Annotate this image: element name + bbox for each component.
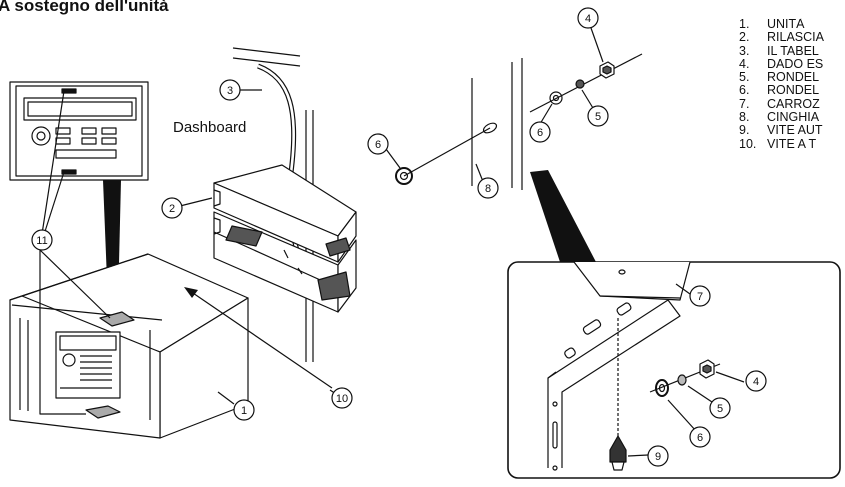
legend-item: 1.UNITÀ (739, 18, 805, 31)
callout-5-detail: 5 (709, 397, 731, 419)
washer-axle-line (403, 127, 491, 177)
svg-text:6: 6 (375, 139, 381, 151)
svg-text:11: 11 (36, 235, 47, 247)
svg-text:5: 5 (595, 111, 601, 123)
legend-item: 9.VITE AUT (739, 123, 823, 138)
head-unit (9, 253, 249, 439)
callout-11: 11 (31, 229, 53, 251)
svg-text:1: 1 (241, 405, 247, 417)
legend-item: 2.RILASCIA (739, 30, 824, 45)
legend-item: 10.VITE A T (739, 136, 817, 151)
svg-text:6: 6 (697, 432, 703, 444)
callout-2: 2 (161, 197, 183, 219)
callout-7: 7 (689, 285, 711, 307)
callout-5-top: 5 (587, 105, 609, 127)
parts-legend: 1.UNITÀ 2.RILASCIA 3.IL TABEL 4.DADO ES … (739, 18, 845, 151)
callout-1: 1 (233, 399, 255, 421)
svg-text:7: 7 (697, 291, 703, 303)
callout-4-detail: 4 (745, 370, 767, 392)
leader-lines (39, 27, 745, 457)
legend-item: 7.CARROZ (739, 96, 820, 111)
callout-6-top: 6 (529, 121, 551, 143)
svg-text:4: 4 (753, 376, 759, 388)
legend-item: 4.DADO ES (739, 56, 824, 71)
svg-text:9: 9 (655, 451, 661, 463)
callout-9: 9 (647, 445, 669, 467)
callout-6-left: 6 (367, 133, 389, 155)
bolt-assembly-top (529, 53, 643, 113)
svg-text:2: 2 (169, 203, 175, 215)
svg-text:10: 10 (336, 393, 348, 405)
callout-10: 10 (331, 387, 353, 409)
faceplate-inset (9, 81, 149, 181)
callout-3: 3 (219, 79, 241, 101)
svg-text:4: 4 (585, 13, 591, 25)
svg-text:5: 5 (717, 403, 723, 415)
svg-text:6: 6 (537, 127, 543, 139)
washer-6-left (395, 167, 413, 185)
legend-item: 6.RONDEL (739, 83, 820, 98)
diagram-title: A sostegno dell'unità (0, 0, 169, 15)
callout-4-top: 4 (577, 7, 599, 29)
callout-8: 8 (477, 177, 499, 199)
detail-pointer (530, 170, 596, 262)
legend-item: 5.RONDEL (739, 70, 820, 85)
dashboard-label: Dashboard (173, 119, 247, 136)
svg-text:3: 3 (227, 85, 233, 97)
mounting-sleeve (213, 164, 357, 313)
legend-item: 8.CINGHIA (739, 110, 820, 125)
callout-6-detail: 6 (689, 426, 711, 448)
support-strap-top (471, 58, 523, 190)
screw-10-line (189, 290, 333, 389)
svg-text:8: 8 (485, 183, 491, 195)
legend-item: 3.IL TABEL (739, 43, 819, 58)
detail-box (507, 261, 841, 479)
screw-10-tip (184, 287, 198, 298)
